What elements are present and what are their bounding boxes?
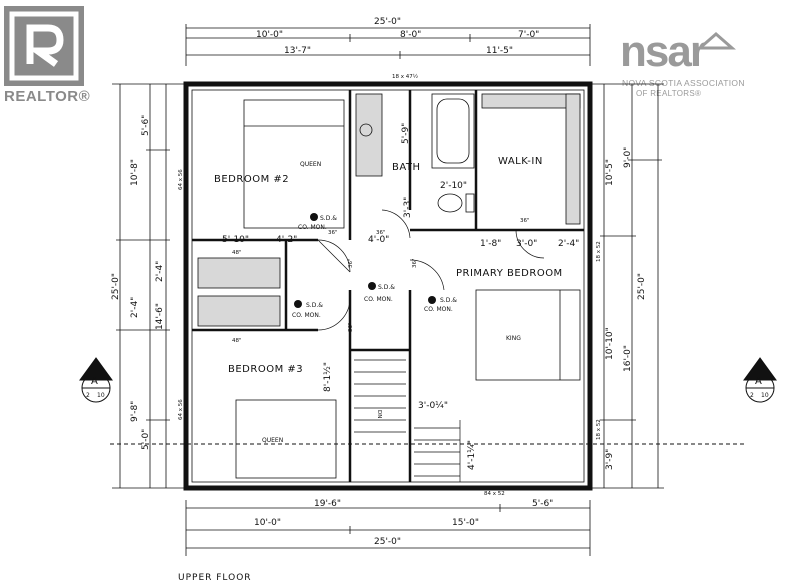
dim-right-upper: 10'-5" bbox=[605, 159, 615, 186]
nsar-house-icon: nsar bbox=[620, 27, 736, 76]
dim-hall-width: 4'-0" bbox=[368, 235, 389, 245]
detector-label-4: S.D.& bbox=[306, 302, 323, 309]
co-label-1: CO. MON. bbox=[298, 224, 327, 231]
dim-left-mid1: 2'-4" bbox=[155, 261, 165, 282]
dim-right-upper-inner: 9'-0" bbox=[623, 147, 633, 168]
dim-closet-3: 2'-4" bbox=[558, 239, 579, 249]
dim-window-right-top: 18 x 52 bbox=[596, 241, 602, 262]
section-sheet-left-a: 2 bbox=[86, 392, 90, 399]
dim-top-sub1: 13'-7" bbox=[284, 46, 311, 56]
dim-top-sub2: 11'-5" bbox=[486, 46, 513, 56]
room-label-bath: BATH bbox=[392, 162, 421, 173]
section-sheet-left-b: 10 bbox=[97, 392, 105, 399]
dim-right-lower-total: 16'-0" bbox=[623, 345, 633, 372]
detector-label-3: S.D.& bbox=[440, 297, 457, 304]
section-letter-right: A bbox=[755, 376, 762, 387]
detector-label-1: S.D.& bbox=[320, 215, 337, 222]
co-label-4: CO. MON. bbox=[292, 312, 321, 319]
dim-left-mid2: 2'-4" bbox=[130, 297, 140, 318]
dim-bed2-closet: 5'-10" bbox=[222, 235, 249, 245]
door-36-c: 36" bbox=[348, 258, 354, 268]
bed-label-king: KING bbox=[506, 335, 521, 342]
dim-stair-ceiling: 8'-1½" bbox=[323, 362, 333, 392]
dim-closet-2: 3'-0" bbox=[516, 239, 537, 249]
dim-left-upper-inner: 5'-6" bbox=[141, 115, 151, 136]
dim-left-lower: 9'-8" bbox=[130, 401, 140, 422]
dim-right-overall: 25'-0" bbox=[637, 273, 647, 300]
room-label-primary-bedroom: PRIMARY BEDROOM bbox=[456, 268, 563, 279]
dim-top-seg1: 10'-0" bbox=[256, 30, 283, 40]
dim-left-overall: 25'-0" bbox=[111, 273, 121, 300]
nsar-association-line2: OF REALTORS® bbox=[636, 89, 702, 98]
dim-stair-run: 4'-1¼" bbox=[467, 440, 477, 470]
realtor-label: REALTOR® bbox=[4, 88, 91, 105]
dim-stair-width: 3'-0¼" bbox=[418, 401, 448, 411]
dim-bath-depth: 5'-9" bbox=[401, 123, 411, 144]
nsar-logo: nsar bbox=[620, 27, 785, 76]
door-36-a: 36" bbox=[328, 230, 338, 236]
door-36-f: 36" bbox=[520, 218, 530, 224]
section-sheet-right-a: 2 bbox=[750, 392, 754, 399]
dim-bath-door: 3'-3" bbox=[403, 197, 413, 218]
door-36-e: 36" bbox=[348, 322, 354, 332]
bed-label-queen-top: QUEEN bbox=[300, 161, 321, 168]
dim-bath-toilet: 2'-10" bbox=[440, 181, 467, 191]
room-label-bedroom-2: BEDROOM #2 bbox=[214, 174, 289, 185]
dim-left-lower-inner: 5'-0" bbox=[141, 429, 151, 450]
dim-bed2-door: 4'-2" bbox=[276, 235, 297, 245]
section-sheet-right-b: 10 bbox=[761, 392, 769, 399]
nsar-association-line1: NOVA SCOTIA ASSOCIATION bbox=[622, 78, 745, 88]
co-label-3: CO. MON. bbox=[424, 306, 453, 313]
stair-direction-label: DN bbox=[376, 410, 382, 418]
dim-top-seg3: 7'-0" bbox=[518, 30, 539, 40]
nsar-logo-text: nsar bbox=[620, 30, 707, 70]
room-label-walk-in: WALK-IN bbox=[498, 156, 543, 167]
dim-bottom-overall: 25'-0" bbox=[374, 537, 401, 547]
dim-left-mid-total: 14'-6" bbox=[155, 303, 165, 330]
dim-right-bottom: 3'-9" bbox=[605, 449, 615, 470]
detector-label-2: S.D.& bbox=[378, 284, 395, 291]
door-48-b: 48" bbox=[232, 338, 242, 344]
bed-label-queen-bottom: QUEEN bbox=[262, 437, 283, 444]
realtor-logo bbox=[4, 6, 84, 86]
door-48-a: 48" bbox=[232, 250, 242, 256]
floor-label: UPPER FLOOR bbox=[178, 573, 252, 583]
dim-top-overall: 25'-0" bbox=[374, 17, 401, 27]
realtor-r-icon bbox=[9, 11, 79, 81]
section-letter-left: A bbox=[91, 376, 98, 387]
dim-window-top: 18 x 47½ bbox=[392, 73, 418, 80]
room-label-bedroom-3: BEDROOM #3 bbox=[228, 364, 303, 375]
dim-window-right-bottom: 18 x 52 bbox=[596, 419, 602, 440]
dim-top-seg2: 8'-0" bbox=[400, 30, 421, 40]
dim-bottom-seg2: 15'-0" bbox=[452, 518, 479, 528]
door-36-b: 36" bbox=[376, 230, 386, 236]
dim-closet-1: 1'-8" bbox=[480, 239, 501, 249]
dim-left-upper: 10'-8" bbox=[130, 159, 140, 186]
dim-window-left-top: 64 x 56 bbox=[178, 169, 184, 190]
co-label-2: CO. MON. bbox=[364, 296, 393, 303]
dim-bottom-seg1: 10'-0" bbox=[254, 518, 281, 528]
dim-bottom-sub1: 19'-6" bbox=[314, 499, 341, 509]
dim-window-left-bottom: 64 x 56 bbox=[178, 399, 184, 420]
dim-window-bottom: 84 x 52 bbox=[484, 491, 505, 497]
dim-right-lower: 10'-10" bbox=[605, 327, 615, 360]
door-36-d: 36" bbox=[412, 258, 418, 268]
dim-bottom-sub2: 5'-6" bbox=[532, 499, 553, 509]
